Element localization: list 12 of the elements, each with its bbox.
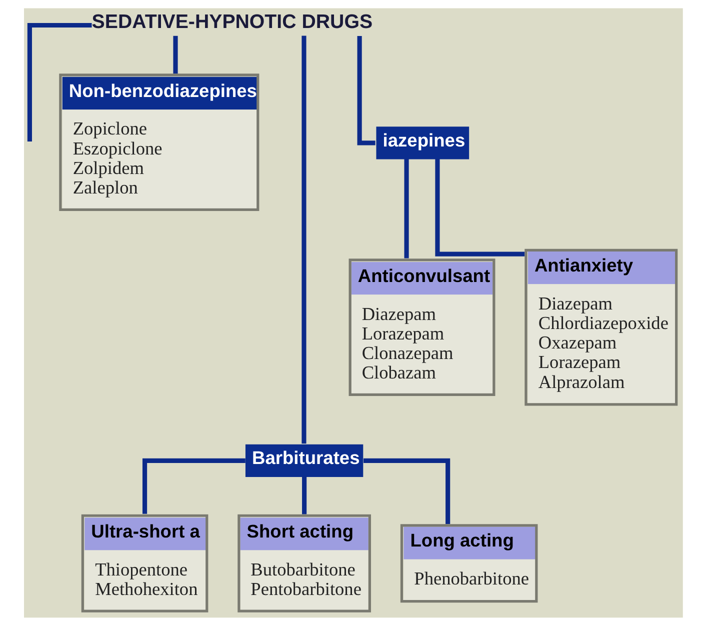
connector — [301, 36, 306, 444]
connector — [356, 36, 375, 146]
node-box: iazepines — [376, 126, 469, 160]
connector — [404, 158, 408, 258]
connector — [142, 458, 245, 514]
node-text: SEDATIVE-HYPNOTIC DRUGS — [91, 10, 372, 33]
connector — [172, 36, 178, 74]
connector — [26, 22, 92, 142]
connector — [434, 158, 524, 256]
connector — [302, 476, 306, 514]
node-box: Barbiturates — [244, 444, 363, 478]
connector — [363, 458, 450, 524]
